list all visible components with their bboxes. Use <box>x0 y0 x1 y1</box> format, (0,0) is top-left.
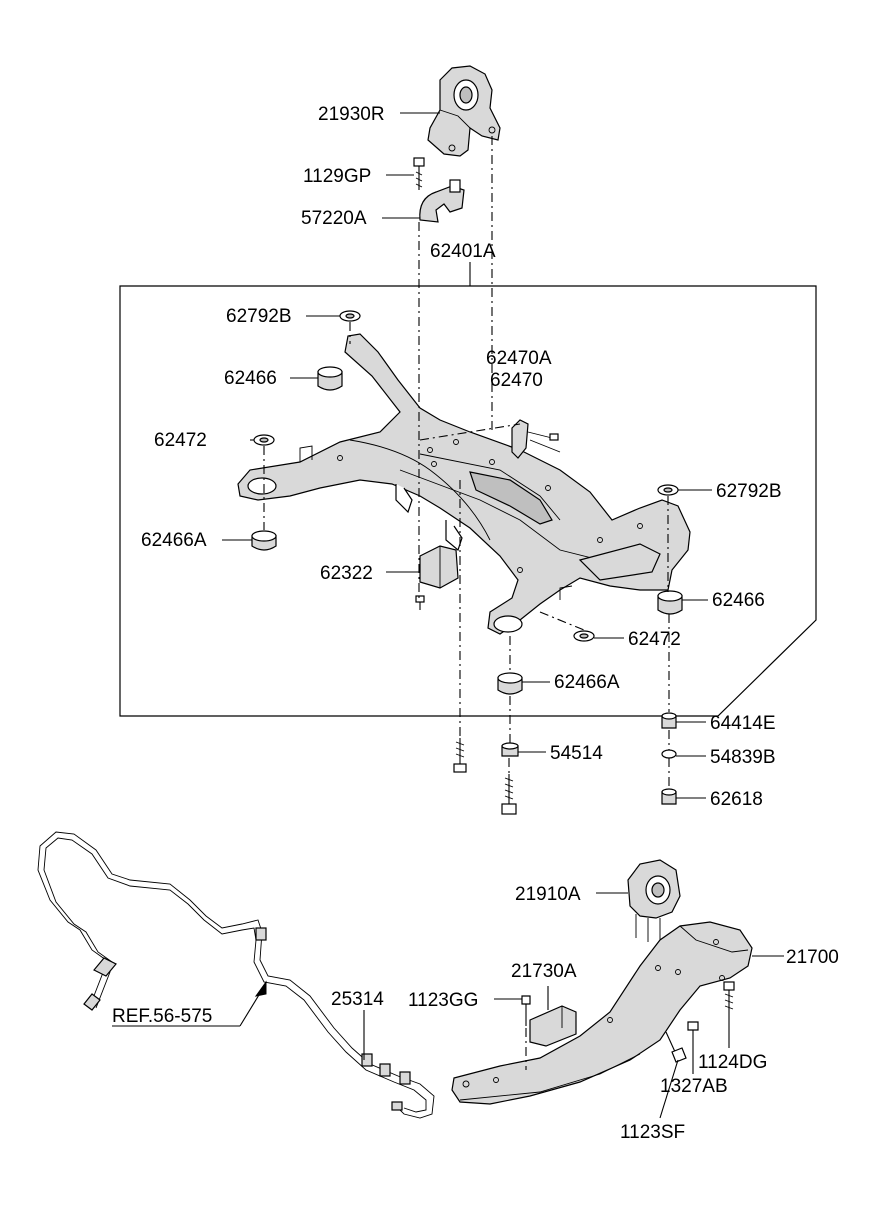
label-57220A: 57220A <box>301 208 367 229</box>
label-62466A-right: 62466A <box>554 672 620 693</box>
label-62470A: 62470A <box>486 348 552 369</box>
label-62618: 62618 <box>710 789 763 810</box>
bracket-21730A <box>521 986 577 1047</box>
nut-54514 <box>501 742 519 757</box>
label-25314: 25314 <box>331 989 384 1010</box>
bolt-1129GP <box>413 157 425 190</box>
ref-arrow <box>112 980 267 1027</box>
bushing-62466-left <box>317 366 343 391</box>
label-54514: 54514 <box>550 743 603 764</box>
label-ref-56-575: REF.56-575 <box>112 1006 212 1027</box>
label-62466-left: 62466 <box>224 368 277 389</box>
washer-62792B-left <box>339 310 361 322</box>
label-64414E: 64414E <box>710 713 776 734</box>
washer-62472-left <box>253 434 275 446</box>
label-21730A: 21730A <box>511 961 577 982</box>
bolt-62618 <box>661 788 677 805</box>
label-62466A-left: 62466A <box>141 530 207 551</box>
centerlines <box>263 136 670 790</box>
label-62322: 62322 <box>320 563 373 584</box>
label-21700: 21700 <box>786 947 839 968</box>
label-21910A: 21910A <box>515 884 581 905</box>
bolt-long-right <box>501 774 517 815</box>
leader-lines-top <box>222 112 712 799</box>
label-62792B-top: 62792B <box>226 306 292 327</box>
label-62472-right: 62472 <box>628 629 681 650</box>
part-labels: 21930R 1129GP 57220A 62401A 62792B 62470… <box>112 104 839 1143</box>
washer-54839B <box>661 749 677 759</box>
bushing-62466A-left <box>251 530 277 551</box>
label-62472-left: 62472 <box>154 430 207 451</box>
bushing-62466A-right <box>497 672 523 695</box>
nut-1327AB <box>687 1021 699 1031</box>
label-1327AB: 1327AB <box>660 1076 728 1097</box>
engine-mount-21930R <box>427 65 501 157</box>
bolt-1123SF <box>665 1031 687 1063</box>
bolt-1124DG <box>723 981 735 1014</box>
label-1124DG: 1124DG <box>698 1052 767 1073</box>
mount-21910A <box>627 859 681 942</box>
hose-25314 <box>37 831 435 1119</box>
label-1123GG: 1123GG <box>408 990 478 1011</box>
bushing-62466-right <box>657 590 683 615</box>
bracket-62470 <box>511 419 559 459</box>
label-62401A: 62401A <box>430 241 496 262</box>
label-21930R: 21930R <box>318 104 385 125</box>
washer-62792B-right <box>657 484 679 496</box>
label-54839B: 54839B <box>710 747 776 768</box>
bracket-57220A <box>419 179 465 223</box>
label-1123SF: 1123SF <box>620 1122 685 1143</box>
washer-62472-right <box>573 630 595 642</box>
label-1129GP: 1129GP <box>303 166 371 187</box>
bolt-long-left <box>453 738 467 773</box>
crossmember-21700 <box>451 921 753 1105</box>
label-62792B-right: 62792B <box>716 481 782 502</box>
label-62466-right: 62466 <box>712 590 765 611</box>
label-62470: 62470 <box>490 370 543 391</box>
group-box-62401A <box>119 285 817 717</box>
damper-62322 <box>415 545 459 610</box>
crossmember-62401A <box>237 333 691 635</box>
nut-64414E <box>661 712 677 729</box>
